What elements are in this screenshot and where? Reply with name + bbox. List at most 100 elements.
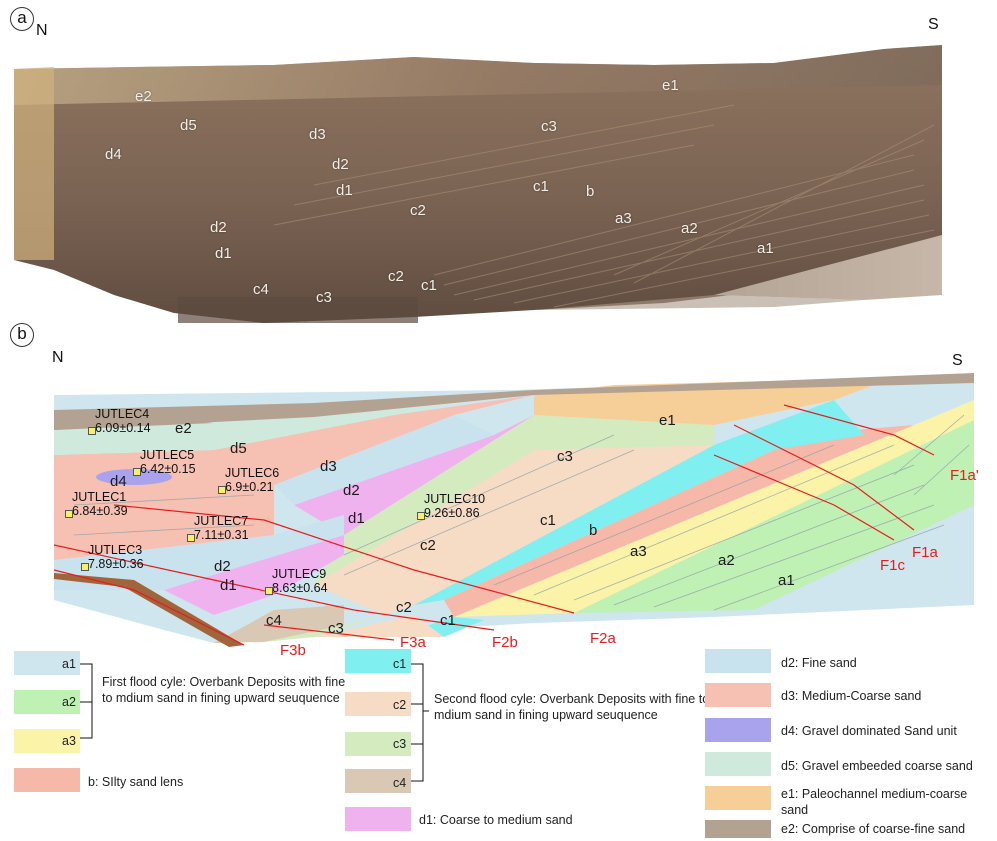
legend-label-d5: d5: Gravel embeeded coarse sand	[781, 758, 973, 774]
sample-marker-icon	[81, 563, 89, 571]
unit-label-d4: d4	[110, 473, 127, 490]
photo-label-d4: d4	[105, 146, 122, 163]
legend-bracket-first-cycle	[78, 656, 98, 744]
fault-label-f2b: F2b	[492, 634, 518, 651]
legend-label-b: b: SIlty sand lens	[88, 774, 183, 790]
unit-label-e1: e1	[659, 412, 676, 429]
sample-jutlec3: JUTLEC3 7.89±0.36	[88, 543, 144, 571]
legend-first-flood-cycle: First flood cyle: Overbank Deposits with…	[102, 674, 347, 706]
photo-label-b: b	[586, 183, 594, 200]
panel-a-south: S	[928, 16, 939, 34]
photo-label-d2-lower: d2	[210, 219, 227, 236]
legend-swatch-d1	[345, 807, 411, 831]
panel-a-label: a	[10, 6, 34, 31]
photo-label-c2: c2	[410, 202, 426, 219]
photo-label-c1: c1	[533, 178, 549, 195]
legend-swatch-d2	[705, 649, 771, 673]
photo-label-a2: a2	[681, 220, 698, 237]
sample-id: JUTLEC3	[88, 543, 144, 557]
photo-label-c2-lower: c2	[388, 268, 404, 285]
legend-label-a2: a2	[62, 694, 76, 710]
cross-section-diagram	[14, 355, 992, 655]
sample-id: JUTLEC10	[424, 492, 485, 506]
sample-id: JUTLEC6	[225, 466, 279, 480]
unit-label-c4: c4	[266, 612, 282, 629]
photo-label-d5: d5	[180, 117, 197, 134]
legend-label-d3: d3: Medium-Coarse sand	[781, 688, 921, 704]
photo-label-a1: a1	[757, 240, 774, 257]
unit-label-d1: d1	[348, 510, 365, 527]
unit-label-c3: c3	[557, 448, 573, 465]
panel-a-letter: a	[10, 7, 34, 31]
photo-label-d2: d2	[332, 156, 349, 173]
legend-swatch-d4	[705, 718, 771, 742]
panel-b-letter: b	[10, 323, 34, 347]
outcrop-photo	[14, 45, 942, 323]
unit-label-d1-lower: d1	[220, 577, 237, 594]
legend-label-d1: d1: Coarse to medium sand	[419, 812, 573, 828]
sample-marker-icon	[133, 468, 141, 476]
legend-label-c4: c4	[393, 775, 406, 791]
legend-label-c1: c1	[393, 656, 406, 672]
sample-id: JUTLEC7	[194, 514, 249, 528]
legend-label-e1: e1: Paleochannel medium-coarse sand	[781, 786, 991, 818]
sample-age: 7.89±0.36	[88, 557, 144, 571]
sample-jutlec7: JUTLEC7 7.11±0.31	[194, 514, 249, 542]
legend-label-c2: c2	[393, 697, 406, 713]
legend-label-d4: d4: Gravel dominated Sand unit	[781, 723, 957, 739]
unit-label-d2-lower: d2	[214, 558, 231, 575]
sample-id: JUTLEC9	[272, 567, 328, 581]
sample-marker-icon	[65, 510, 73, 518]
legend-swatch-b	[14, 768, 80, 792]
photo-label-c3-lower: c3	[316, 289, 332, 306]
unit-label-c2-lower: c2	[396, 599, 412, 616]
fault-label-f1c: F1c	[880, 557, 905, 574]
panel-b-label: b	[10, 322, 34, 347]
legend-bracket-second-cycle	[409, 656, 431, 784]
photo-label-c4: c4	[253, 281, 269, 298]
unit-label-c2: c2	[420, 537, 436, 554]
legend-label-a3: a3	[62, 733, 76, 749]
legend-label-a1: a1	[62, 656, 76, 672]
legend-label-e2: e2: Comprise of coarse-fine sand	[781, 821, 965, 837]
sample-jutlec1: JUTLEC1 6.84±0.39	[72, 490, 128, 518]
fault-label-f3b: F3b	[280, 642, 306, 659]
sample-age: 7.11±0.31	[194, 528, 249, 542]
legend-label-d2: d2: Fine sand	[781, 655, 857, 671]
sample-jutlec10: JUTLEC10 9.26±0.86	[424, 492, 485, 520]
sample-age: 6.84±0.39	[72, 504, 128, 518]
sample-id: JUTLEC4	[95, 407, 151, 421]
sample-age: 6.9±0.21	[225, 480, 279, 494]
sample-marker-icon	[218, 486, 226, 494]
fault-label-f2a: F2a	[590, 630, 616, 647]
sample-age: 6.09±0.14	[95, 421, 151, 435]
sample-marker-icon	[265, 587, 273, 595]
sample-marker-icon	[417, 512, 425, 520]
sample-jutlec6: JUTLEC6 6.9±0.21	[225, 466, 279, 494]
unit-label-d5: d5	[230, 440, 247, 457]
sample-age: 8.63±0.64	[272, 581, 328, 595]
photo-label-e2: e2	[135, 88, 152, 105]
unit-label-d2: d2	[343, 482, 360, 499]
legend-swatch-d5	[705, 752, 771, 776]
fault-label-f1a-prime: F1a'	[950, 467, 979, 484]
unit-label-a3: a3	[630, 543, 647, 560]
photo-label-a3: a3	[615, 210, 632, 227]
legend-swatch-e1	[705, 786, 771, 810]
photo-label-d1-lower: d1	[215, 245, 232, 262]
unit-label-c1-lower: c1	[440, 612, 456, 629]
fault-label-f1a: F1a	[912, 544, 938, 561]
legend-label-c3: c3	[393, 736, 406, 752]
sample-id: JUTLEC1	[72, 490, 128, 504]
unit-label-b: b	[589, 522, 597, 539]
sample-id: JUTLEC5	[140, 448, 196, 462]
panel-a-north: N	[36, 22, 48, 40]
unit-label-a1: a1	[778, 572, 795, 589]
photo-label-c3: c3	[541, 118, 557, 135]
sample-jutlec9: JUTLEC9 8.63±0.64	[272, 567, 328, 595]
unit-label-c3-lower: c3	[328, 620, 344, 637]
sample-age: 6.42±0.15	[140, 462, 196, 476]
photo-label-c1-lower: c1	[421, 277, 437, 294]
unit-label-e2: e2	[175, 420, 192, 437]
unit-label-d3: d3	[320, 458, 337, 475]
